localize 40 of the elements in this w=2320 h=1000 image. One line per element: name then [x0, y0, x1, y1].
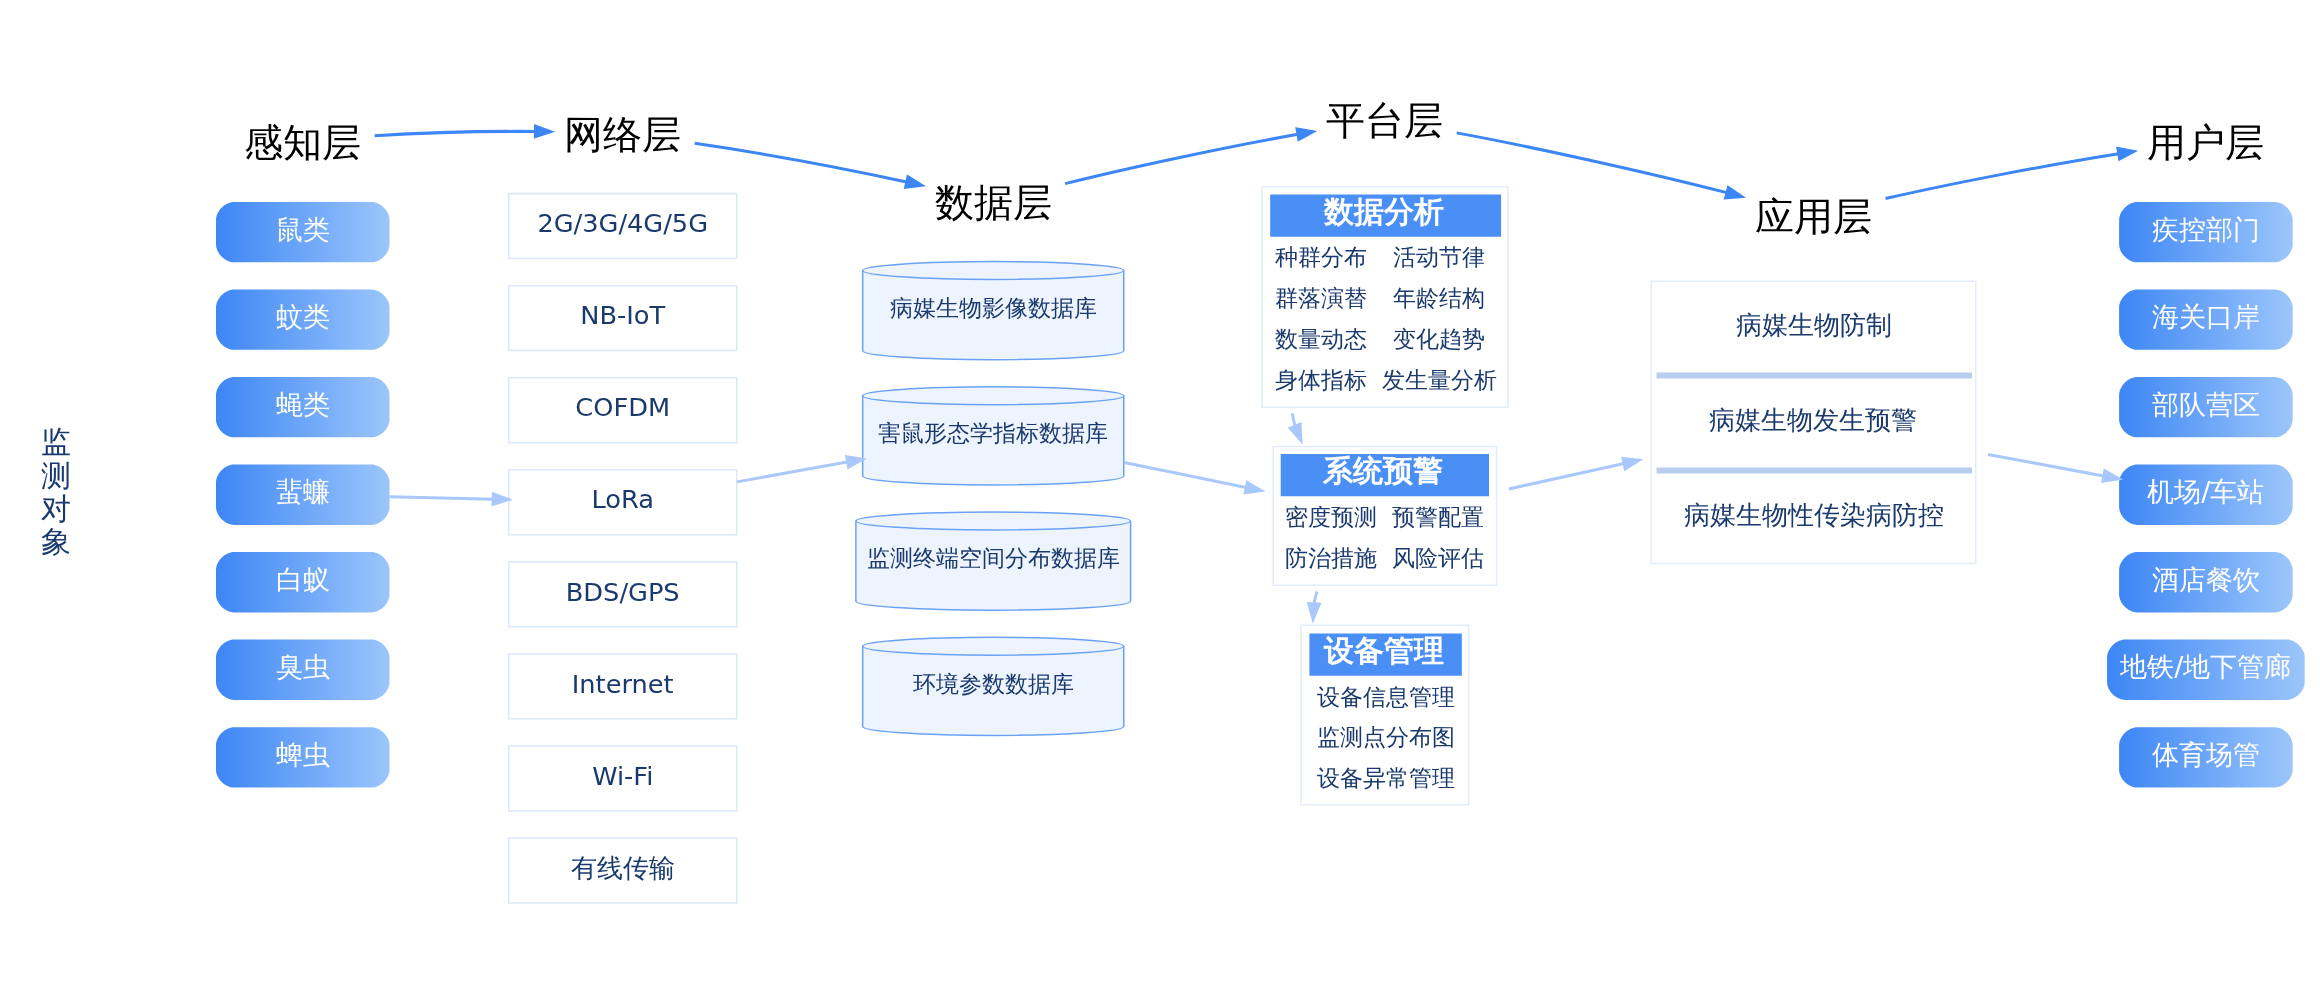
node-box: 2G/3G/4G/5G: [508, 192, 738, 260]
arrow: [1987, 453, 2124, 484]
node-box: 机场/车站: [2119, 464, 2293, 525]
node-box: 蚊类: [216, 289, 390, 350]
node-box: LoRa: [508, 469, 738, 536]
node-box: 部队营区: [2119, 377, 2293, 438]
arrow: [1123, 461, 1266, 495]
arrow: [694, 141, 926, 189]
node-text: 应用层: [1754, 194, 1872, 238]
node-text: 用户层: [2147, 120, 2265, 164]
node-box: 臭虫: [216, 639, 390, 700]
node-box: 海关口岸: [2119, 289, 2293, 350]
node-box: BDS/GPS: [508, 561, 738, 628]
node-box: 白蚁: [216, 552, 390, 613]
node-box: COFDM: [508, 377, 738, 444]
node-box: 蜱虫: [216, 727, 390, 788]
node-text: 感知层: [244, 120, 362, 164]
node-box: 蝇类: [216, 377, 390, 438]
arrow: [1885, 146, 2139, 201]
arrow: [1287, 413, 1303, 445]
arrow: [389, 491, 513, 507]
arrow: [1064, 127, 1318, 186]
arrow: [1456, 131, 1746, 200]
node-box: 有线传输: [508, 837, 738, 904]
node-box: 疾控部门: [2119, 201, 2293, 263]
node-text: 平台层: [1326, 99, 1444, 143]
node-box: 地铁/地下管廊: [2107, 639, 2305, 700]
arrow: [736, 454, 867, 484]
node-box: 酒店餐饮: [2119, 552, 2293, 613]
node-box: NB-IoT: [508, 284, 738, 352]
node-box: Internet: [508, 653, 738, 720]
node-box: 鼠类: [216, 201, 390, 263]
node-text: 监测对象: [41, 424, 71, 560]
node-text: 数据层: [934, 180, 1052, 224]
node-box: 蜚蠊: [216, 464, 390, 525]
node-text: 网络层: [564, 113, 682, 157]
arrow: [1508, 456, 1644, 491]
node-box: Wi-Fi: [508, 745, 738, 812]
node-box: 体育场管: [2119, 727, 2293, 788]
arrow: [374, 124, 556, 139]
